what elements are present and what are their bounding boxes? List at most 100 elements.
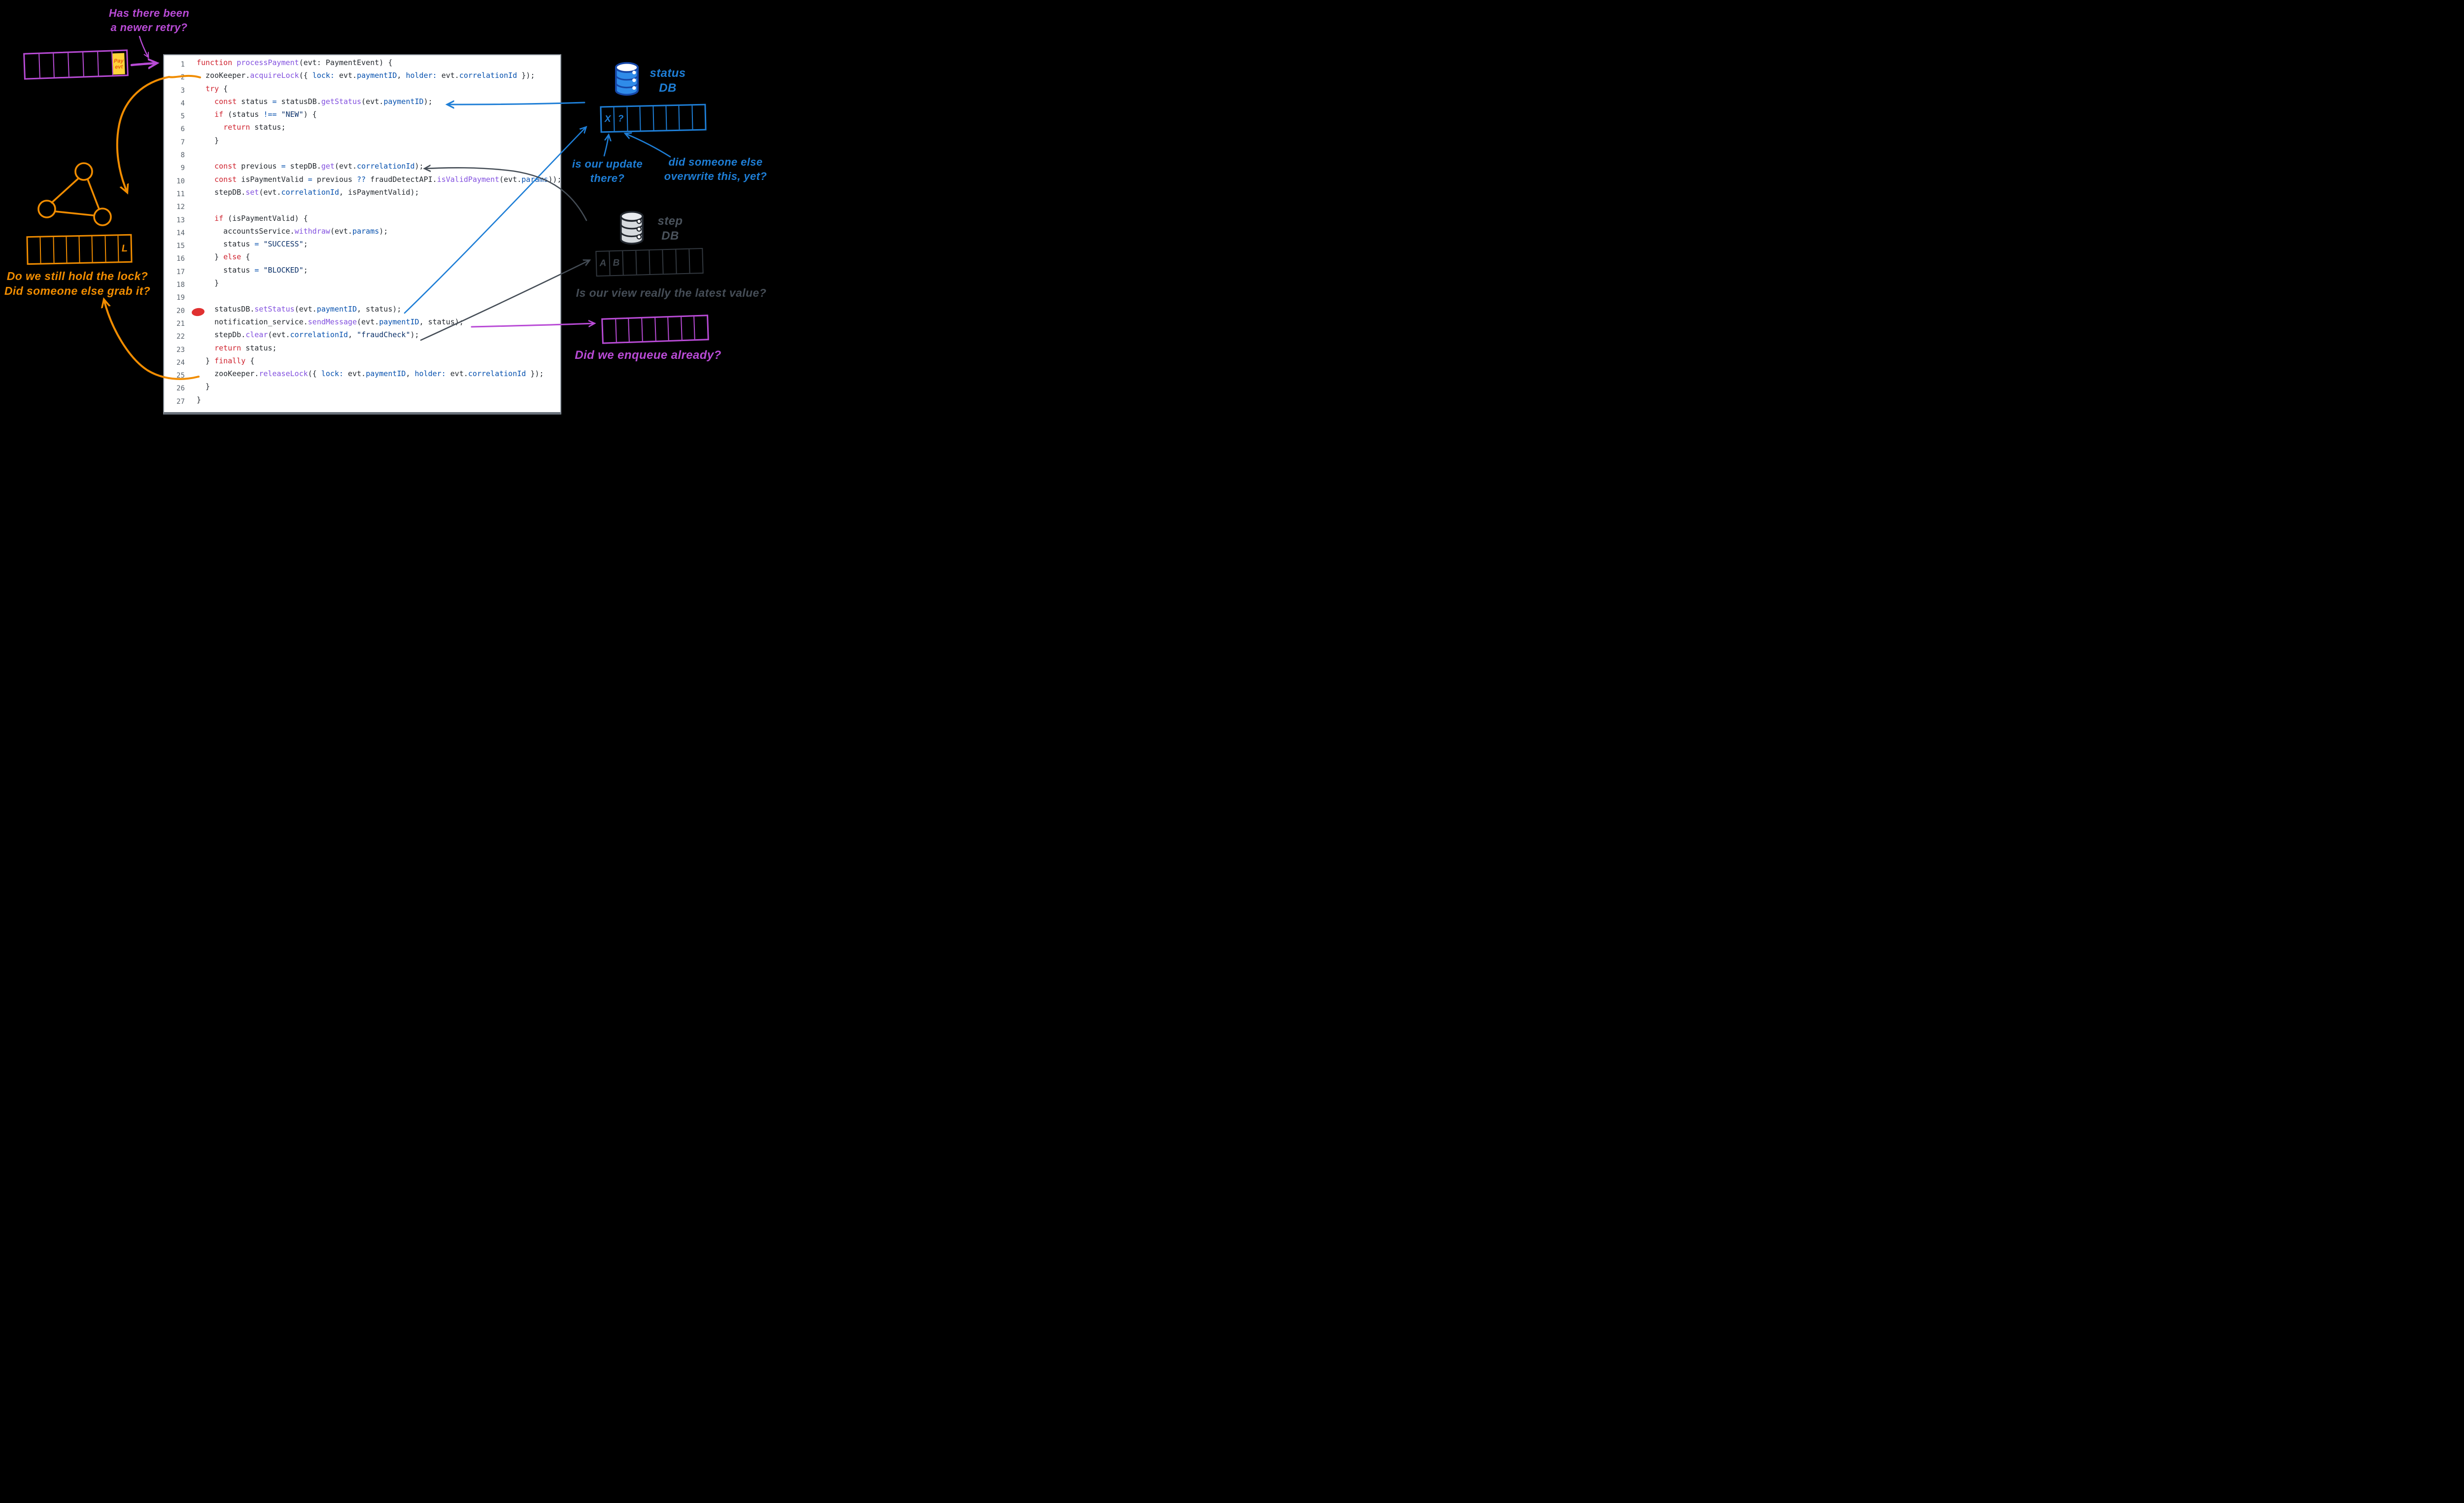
code-text: status = "BLOCKED"; (197, 265, 308, 275)
view-question: Is our view really the latest value? (568, 286, 773, 300)
overwrite-question-line2: overwrite this, yet? (664, 170, 767, 182)
queue-cell (623, 250, 637, 275)
queue-cell (83, 52, 99, 76)
code-text: if (isPaymentValid) { (214, 213, 308, 223)
code-text: statusDB.setStatus(evt.paymentID, status… (197, 304, 402, 314)
step-db-label-line2: DB (661, 229, 679, 243)
queue-cell (603, 319, 617, 343)
code-text: try { (205, 84, 228, 93)
code-line: 27} (164, 395, 560, 408)
code-line: 17 status = "BLOCKED"; (164, 266, 560, 279)
retry-question-line1: Has there been (108, 7, 190, 19)
queue-cell: B (610, 251, 624, 276)
update-question-line1: is our update (572, 158, 643, 170)
line-number: 5 (180, 112, 185, 121)
code-line: 3 try { (164, 84, 560, 97)
queue-cell (68, 52, 84, 77)
line-number: 22 (176, 333, 185, 341)
queue-cell (695, 316, 708, 339)
queue-cell (653, 106, 667, 130)
queue-cell (79, 236, 93, 262)
queue-cell (28, 237, 41, 264)
queue-cell (676, 249, 690, 274)
code-line: 12 (164, 201, 560, 213)
code-line: 9 const previous = stepDB.get(evt.correl… (164, 162, 560, 175)
lock-question-line1: Do we still hold the lock? (6, 270, 148, 282)
code-line: 26 } (164, 382, 560, 395)
queue-cell (650, 250, 664, 274)
code-line: 11 stepDB.set(evt.correlationId, isPayme… (164, 188, 560, 201)
status-db-label: status DB (641, 66, 695, 96)
lock-question: Do we still hold the lock? Did someone e… (2, 269, 153, 298)
queue-cell (668, 317, 683, 341)
line-number: 19 (176, 294, 185, 302)
code-line: 19 (164, 291, 560, 304)
line-number: 1 (180, 61, 185, 69)
line-number: 9 (180, 164, 185, 173)
queue-cell (40, 237, 55, 263)
code-line: 23 return status; (164, 344, 560, 356)
pay-sticky-line1: Pay (113, 58, 124, 64)
lock-question-line2: Did someone else grab it? (4, 284, 151, 297)
status-db-icon (615, 62, 639, 96)
line-number: 11 (176, 190, 185, 198)
queue-cell (655, 317, 669, 341)
arrow-retry-question (138, 35, 148, 57)
queue-cell (54, 53, 70, 77)
queue-cell (53, 237, 68, 263)
code-line: 15 status = "SUCCESS"; (164, 240, 560, 252)
queue-cell (98, 51, 114, 76)
queue-cell: L (121, 243, 128, 254)
code-line: 25 zooKeeper.releaseLock({ lock: evt.pay… (164, 369, 560, 382)
line-number: 14 (176, 229, 185, 237)
code-text: } else { (197, 252, 250, 262)
queue-cell (25, 54, 40, 78)
view-question-line1: Is our view really the latest value? (576, 286, 767, 299)
enqueue-question-line1: Did we enqueue already? (575, 349, 721, 362)
queue-cell (692, 105, 705, 130)
line-number: 12 (176, 203, 185, 211)
queue-cell (681, 316, 696, 340)
step-db-label: step DB (647, 214, 694, 244)
update-question: is our update there? (562, 157, 653, 185)
code-line: 5 if (status !== "NEW") { (164, 110, 560, 123)
code-line: 8 (164, 149, 560, 162)
code-text: const status = statusDB.getStatus(evt.pa… (214, 97, 433, 106)
line-number: 26 (176, 384, 185, 393)
line-number: 4 (180, 99, 185, 107)
status-db-row: X? (600, 104, 707, 133)
code-text: notification_service.sendMessage(evt.pay… (197, 317, 464, 326)
step-db-label-line1: step (657, 214, 683, 228)
retry-question-line2: a newer retry? (110, 21, 188, 34)
line-number: 15 (176, 242, 185, 250)
queue-cell (627, 106, 641, 131)
pay-sticky-line2: evt (115, 64, 123, 70)
code-text: } finally { (197, 356, 255, 365)
queue-cell (640, 106, 654, 131)
code-text: } (197, 382, 210, 391)
line-number: 7 (180, 138, 185, 146)
queue-cell (679, 105, 693, 130)
code-text: } (197, 395, 202, 404)
code-text: if (status !== "NEW") { (214, 110, 317, 119)
line-number: 20 (176, 307, 185, 315)
code-line: 14 accountsService.withdraw(evt.params); (164, 227, 560, 240)
queue-cell (663, 249, 677, 274)
line-number: 27 (176, 397, 185, 406)
code-line: 2 zooKeeper.acquireLock({ lock: evt.paym… (164, 71, 560, 84)
queue-cell (616, 318, 630, 342)
retry-question: Has there been a newer retry? (91, 6, 207, 35)
code-line: 10 const isPaymentValid = previous ?? fr… (164, 175, 561, 188)
code-text: accountsService.withdraw(evt.params); (197, 226, 388, 236)
line-number: 2 (180, 73, 185, 82)
status-db-label-line2: DB (659, 81, 677, 95)
status-db-label-line1: status (650, 67, 686, 80)
code-line: 21 notification_service.sendMessage(evt.… (164, 317, 560, 330)
code-text: return status; (223, 123, 286, 132)
arrow-overwrite-to-cell (625, 134, 671, 158)
queue-cell (629, 318, 643, 342)
